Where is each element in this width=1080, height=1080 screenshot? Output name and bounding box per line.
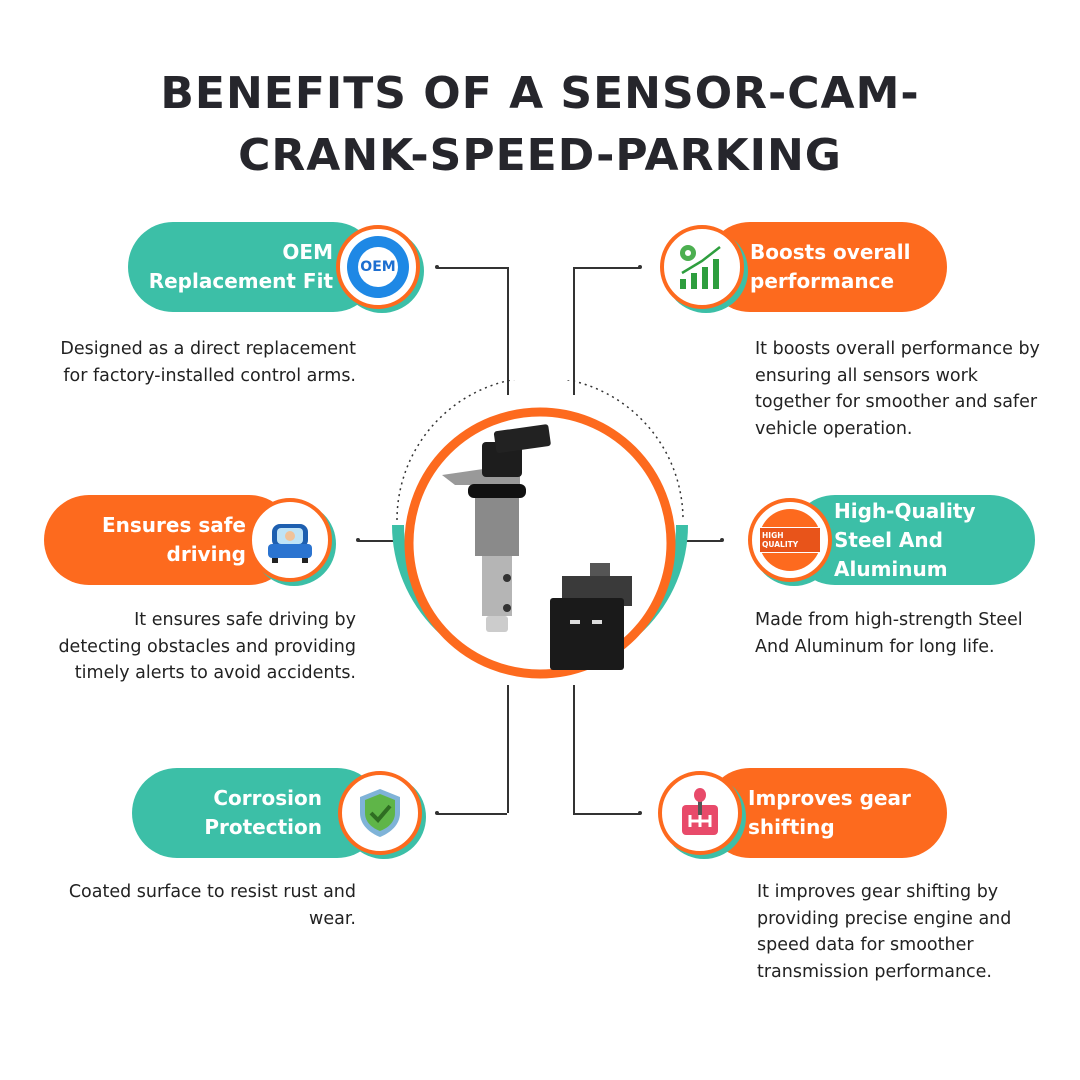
- benefit-title: Corrosion: [213, 786, 322, 810]
- benefit-title: Improves gear: [748, 786, 911, 810]
- high-quality-badge-icon: HIGH QUALITY: [748, 498, 832, 582]
- benefit-pill-performance: Boosts overall performance: [705, 222, 947, 312]
- growth-chart-gear-icon: [660, 225, 744, 309]
- connector-line: [573, 813, 640, 815]
- benefit-title: High-Quality: [834, 498, 976, 523]
- sensor-solenoid: [442, 424, 551, 632]
- high-quality-badge-text: HIGH QUALITY: [759, 527, 821, 553]
- connector-dot: [638, 811, 642, 815]
- benefit-title: Aluminum: [834, 556, 948, 581]
- connector-line: [437, 267, 507, 269]
- benefit-description: It ensures safe driving by detecting obs…: [58, 610, 356, 683]
- benefit-pill-gear-shifting: Improves gear shifting: [705, 768, 947, 858]
- benefit-description: Coated surface to resist rust and wear.: [68, 882, 356, 929]
- benefit-description: Made from high-strength Steel And Alumin…: [755, 610, 1023, 657]
- driver-car-icon: [248, 498, 332, 582]
- gear-shifter-icon: [658, 771, 742, 855]
- connector-line: [686, 540, 722, 542]
- connector-dot: [356, 538, 360, 542]
- benefit-title: Boosts overall: [750, 240, 911, 264]
- benefit-title: Replacement Fit: [148, 269, 333, 293]
- page-title-line-2: CRANK-SPEED-PARKING: [238, 130, 842, 181]
- connector-line: [507, 267, 509, 395]
- oem-badge-text: OEM: [358, 247, 398, 287]
- benefit-title: OEM: [282, 240, 333, 264]
- benefit-title: shifting: [748, 815, 835, 839]
- benefit-description: It boosts overall performance by ensurin…: [755, 339, 1040, 439]
- benefit-title: Steel And: [834, 527, 943, 552]
- connector-line: [507, 685, 509, 813]
- benefit-title: performance: [750, 269, 895, 293]
- benefit-title: Protection: [204, 815, 322, 839]
- connector-line: [573, 685, 575, 813]
- connector-line: [358, 540, 394, 542]
- connector-dot: [720, 538, 724, 542]
- benefit-description: It improves gear shifting by providing p…: [757, 882, 1012, 982]
- oem-badge-icon: OEM: [336, 225, 420, 309]
- benefit-title: Ensures safe: [101, 513, 246, 537]
- benefit-title: driving: [166, 542, 246, 566]
- connector-dot: [435, 265, 439, 269]
- product-image: [392, 380, 688, 679]
- connector-plug: [550, 563, 632, 670]
- shield-check-icon: [338, 771, 422, 855]
- connector-line: [437, 813, 507, 815]
- page-title-line-1: BENEFITS OF A SENSOR-CAM-: [160, 68, 920, 119]
- benefit-description: Designed as a direct replacement for fac…: [60, 339, 356, 386]
- connector-dot: [638, 265, 642, 269]
- connector-dot: [435, 811, 439, 815]
- orange-ring: [404, 407, 676, 679]
- connector-line: [573, 267, 575, 395]
- connector-line: [573, 267, 640, 269]
